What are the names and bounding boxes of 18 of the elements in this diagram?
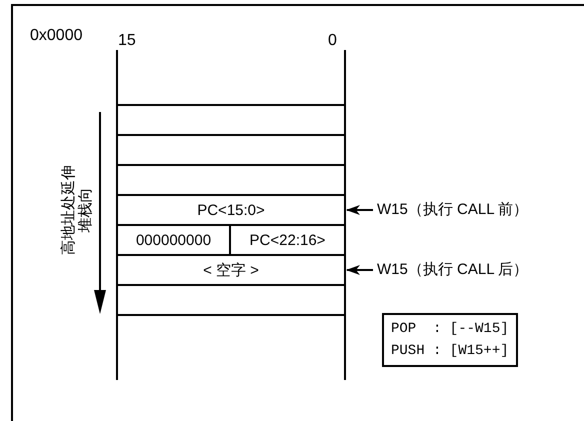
bit-number: 15 [118,32,136,50]
arrow [346,205,373,215]
stack-cell: < 空字 > [116,254,346,286]
address-label: 0x0000 [30,27,82,45]
direction-label: 堆栈向 [78,188,94,232]
pointer-label: W15（执行 CALL 后） [377,260,528,279]
arrow [346,265,373,275]
note-text: POP : [--W15] [391,320,509,339]
empty-stack-cell [116,134,346,166]
note-text: PUSH : [W15++] [391,342,509,361]
empty-stack-cell [116,284,346,316]
stack-cell: PC<15:0> [116,194,346,226]
bit-number: 0 [328,32,337,50]
empty-stack-cell [116,164,346,196]
note-box [382,313,518,367]
empty-stack-cell [116,104,346,136]
direction-label: 高地址处延伸 [61,165,77,255]
pointer-label: W15（执行 CALL 前） [377,200,528,219]
